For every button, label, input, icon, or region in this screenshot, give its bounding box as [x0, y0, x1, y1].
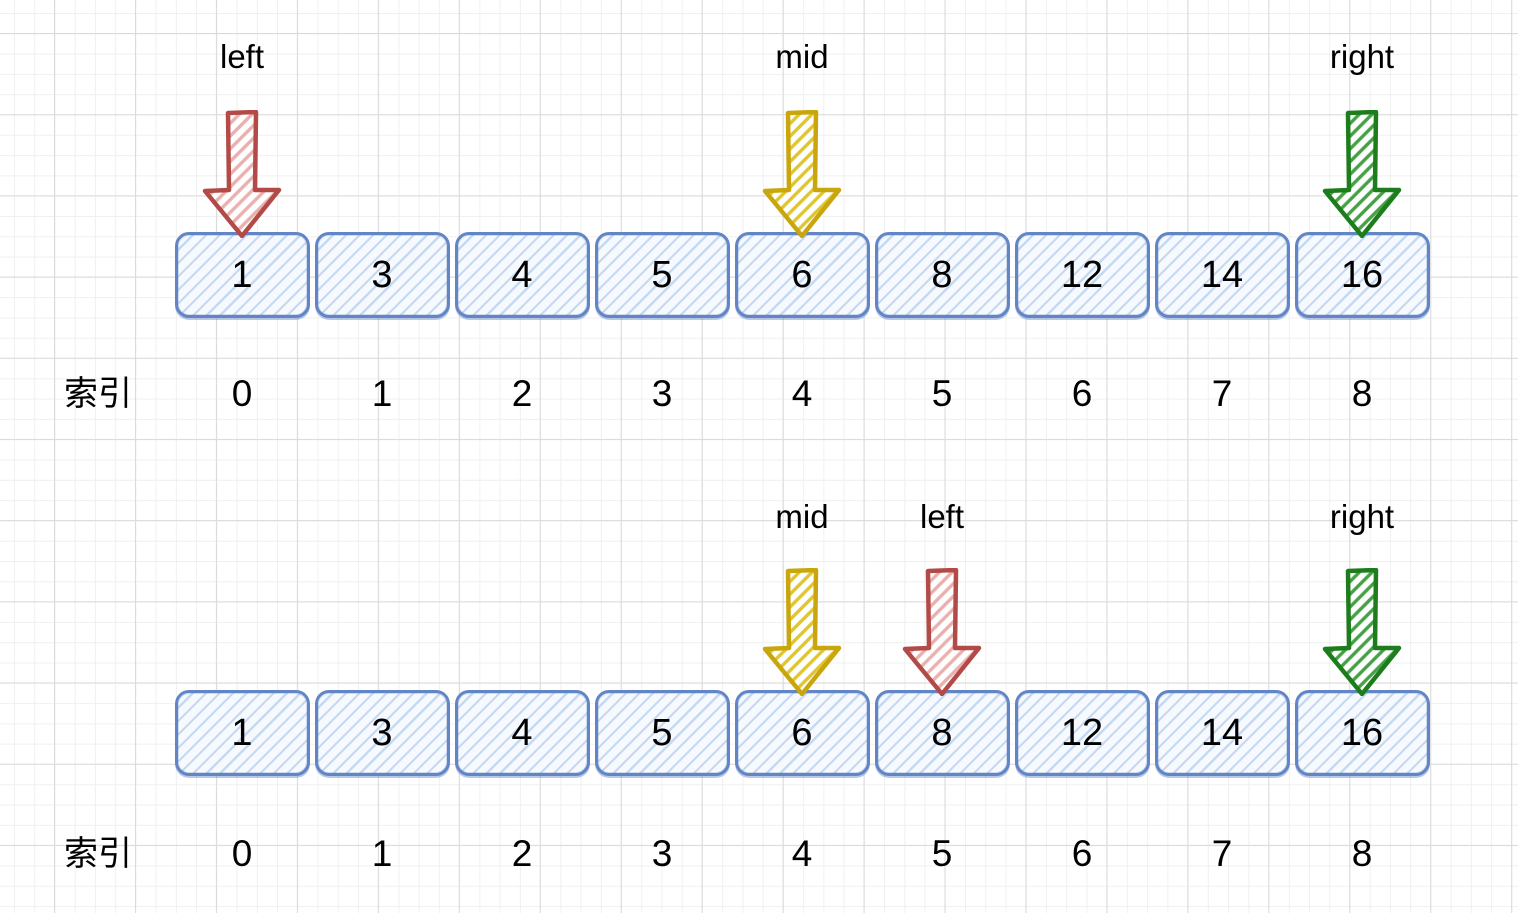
index-value: 4 [791, 373, 813, 414]
right-pointer-label: right [1329, 38, 1395, 75]
index-caption: 索引 [64, 375, 132, 413]
array-cell-value: 5 [651, 712, 673, 754]
array-cell-value: 3 [371, 254, 393, 296]
array-cell: 4 [454, 690, 590, 776]
array-cell: 4 [454, 232, 590, 318]
mid-pointer-label: mid [775, 498, 829, 535]
array-cell: 3 [314, 232, 450, 318]
index-value: 7 [1211, 373, 1233, 414]
array-cell: 8 [874, 690, 1010, 776]
index-value: 1 [371, 833, 393, 874]
array-row: 1 3 4 5 6 8 12 14 16 [172, 690, 1432, 776]
index-value: 3 [651, 833, 673, 874]
array-cell-value: 5 [651, 254, 673, 296]
array-cell: 16 [1294, 690, 1430, 776]
index-value: 6 [1071, 833, 1093, 874]
index-value: 4 [791, 833, 813, 874]
index-value: 3 [651, 373, 673, 414]
index-value: 5 [931, 833, 953, 874]
array-row: 1 3 4 5 6 8 12 14 16 [172, 232, 1432, 318]
array-cell: 5 [594, 232, 730, 318]
array-cell: 14 [1154, 232, 1290, 318]
mid-pointer-down-arrow-icon [762, 110, 842, 238]
index-row: 0 1 2 3 4 5 6 7 8 [172, 834, 1432, 874]
array-cell-value: 16 [1340, 254, 1384, 296]
array-cell: 5 [594, 690, 730, 776]
mid-pointer-down-arrow-icon [762, 568, 842, 696]
array-cell: 16 [1294, 232, 1430, 318]
index-value: 8 [1351, 373, 1373, 414]
right-pointer-label: right [1329, 498, 1395, 535]
index-row: 0 1 2 3 4 5 6 7 8 [172, 374, 1432, 414]
array-cell: 6 [734, 232, 870, 318]
array-cell: 14 [1154, 690, 1290, 776]
array-cell: 12 [1014, 232, 1150, 318]
array-cell-value: 8 [931, 254, 953, 296]
array-cell: 3 [314, 690, 450, 776]
array-cell: 6 [734, 690, 870, 776]
index-value: 2 [511, 373, 533, 414]
array-cell: 8 [874, 232, 1010, 318]
index-value: 1 [371, 373, 393, 414]
array-cell-value: 12 [1060, 254, 1104, 296]
left-pointer-down-arrow-icon [902, 568, 982, 696]
array-cell-value: 6 [791, 712, 813, 754]
array-cell-value: 4 [511, 712, 533, 754]
array-cell-value: 12 [1060, 712, 1104, 754]
array-cell-value: 6 [791, 254, 813, 296]
array-cell-value: 4 [511, 254, 533, 296]
array-cell: 1 [174, 690, 310, 776]
array-cell-value: 16 [1340, 712, 1384, 754]
mid-pointer-label: mid [775, 38, 829, 75]
right-pointer-down-arrow-icon [1322, 568, 1402, 696]
index-value: 5 [931, 373, 953, 414]
array-cell-value: 14 [1200, 254, 1244, 296]
index-value: 6 [1071, 373, 1093, 414]
index-value: 7 [1211, 833, 1233, 874]
left-pointer-down-arrow-icon [202, 110, 282, 238]
index-value: 2 [511, 833, 533, 874]
array-cell-value: 1 [231, 712, 253, 754]
array-cell-value: 8 [931, 712, 953, 754]
array-cell-value: 14 [1200, 712, 1244, 754]
index-value: 0 [231, 833, 253, 874]
right-pointer-down-arrow-icon [1322, 110, 1402, 238]
array-cell: 12 [1014, 690, 1150, 776]
index-caption: 索引 [64, 835, 132, 873]
left-pointer-label: left [919, 498, 965, 535]
index-value: 0 [231, 373, 253, 414]
left-pointer-label: left [219, 38, 265, 75]
array-cell: 1 [174, 232, 310, 318]
array-cell-value: 1 [231, 254, 253, 296]
index-value: 8 [1351, 833, 1373, 874]
array-cell-value: 3 [371, 712, 393, 754]
